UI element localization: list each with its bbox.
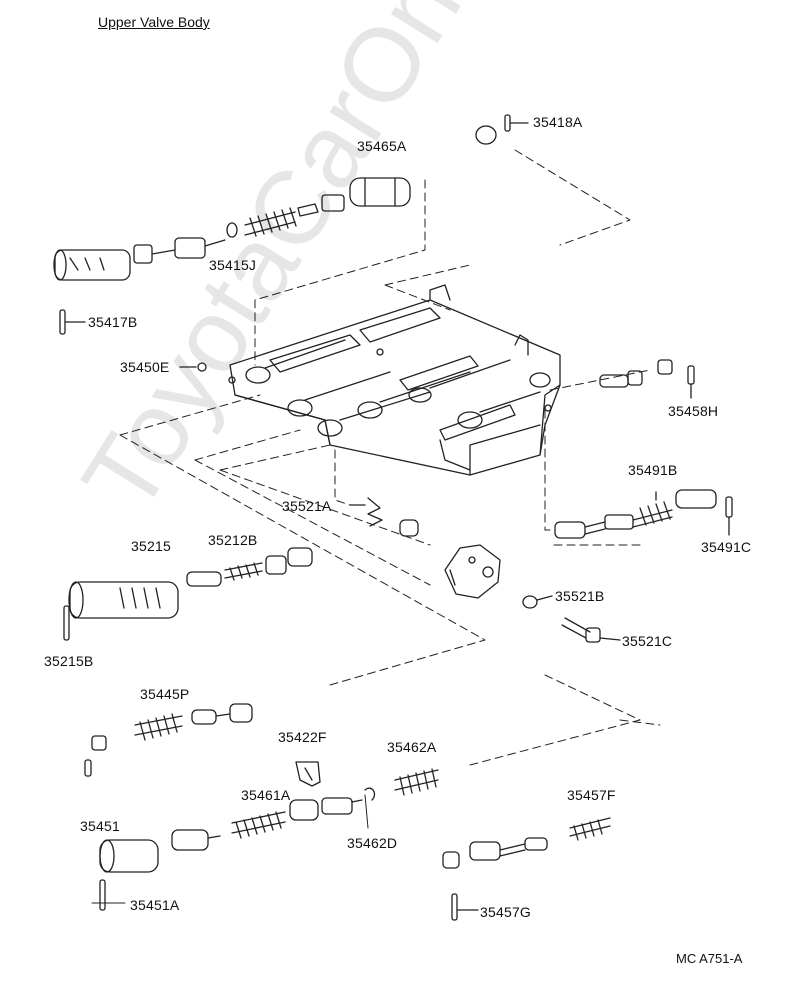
label-35215: 35215 — [131, 538, 171, 554]
label-35462D: 35462D — [347, 835, 398, 851]
part-35418A — [475, 114, 529, 145]
label-35215B: 35215B — [44, 653, 94, 669]
footer-code: MC A751-A — [676, 951, 743, 966]
label-35462A: 35462A — [387, 739, 437, 755]
part-35215B — [63, 605, 70, 641]
part-35521A — [349, 497, 419, 537]
label-35461A: 35461A — [241, 787, 291, 803]
top-valve-assembly — [53, 177, 411, 281]
part-35450E — [179, 362, 207, 372]
part-35457G — [451, 893, 479, 921]
label-35422F: 35422F — [278, 729, 327, 745]
assembly-lines — [119, 149, 661, 766]
part-35417B — [59, 309, 86, 335]
cam-plate — [444, 544, 501, 599]
part-35461A-group — [171, 787, 376, 851]
part-35457F-group — [442, 817, 611, 869]
upper-valve-body-housing — [228, 284, 561, 476]
small-left-parts — [84, 735, 107, 777]
part-35462A — [394, 768, 439, 796]
label-35451A: 35451A — [130, 897, 180, 913]
label-35521C: 35521C — [622, 633, 673, 649]
part-35445P-group — [134, 703, 253, 741]
label-35445P: 35445P — [140, 686, 190, 702]
part-35215-group — [68, 547, 313, 619]
label-35417B: 35417B — [88, 314, 138, 330]
label-35458H: 35458H — [668, 403, 719, 419]
label-35450E: 35450E — [120, 359, 170, 375]
label-35415J: 35415J — [209, 257, 257, 273]
label-35418A: 35418A — [533, 114, 583, 130]
diagram-title: Upper Valve Body — [98, 14, 210, 30]
label-leaders — [91, 794, 369, 904]
label-35465A: 35465A — [357, 138, 407, 154]
label-35212B: 35212B — [208, 532, 258, 548]
label-35491B: 35491B — [628, 462, 678, 478]
label-35521A: 35521A — [282, 498, 332, 514]
label-35457G: 35457G — [480, 904, 532, 920]
part-35458H-group — [599, 359, 695, 399]
part-35491B-group — [554, 489, 717, 539]
label-35491C: 35491C — [701, 539, 752, 555]
label-35451: 35451 — [80, 818, 120, 834]
part-35422F — [295, 761, 321, 787]
part-35451-group — [99, 839, 159, 911]
label-35457F: 35457F — [567, 787, 616, 803]
part-35521B — [522, 595, 553, 609]
label-35521B: 35521B — [555, 588, 605, 604]
part-35521C — [561, 617, 621, 643]
part-35491C — [725, 496, 733, 536]
